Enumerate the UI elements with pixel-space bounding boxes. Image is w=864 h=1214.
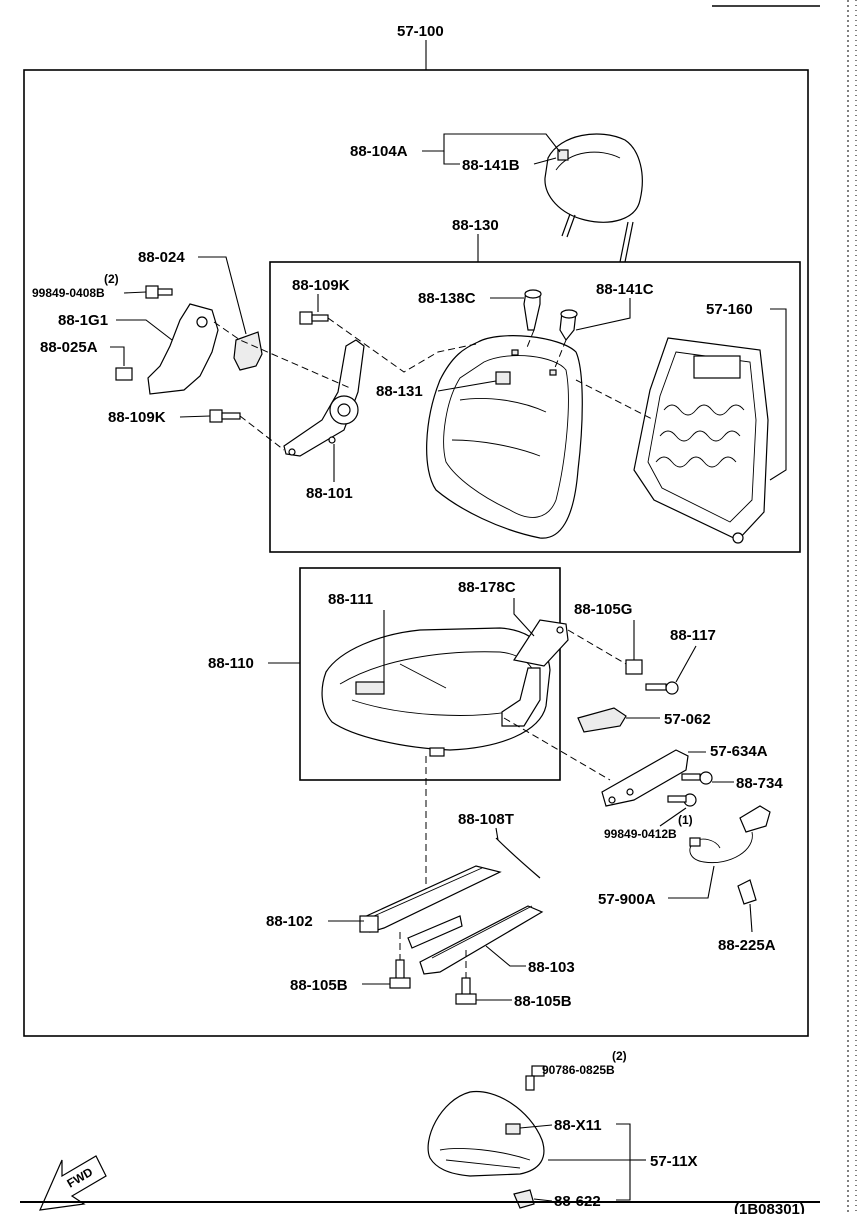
dash-back-to-frame [575, 379, 655, 421]
guide-138c-illustration [523, 289, 542, 331]
seat-back-illustration [426, 335, 583, 539]
label-88-109K-lower: 88-109K [108, 409, 166, 426]
label-88-130: 88-130 [452, 217, 499, 234]
label-88-X11: 88-X11 [554, 1117, 602, 1134]
label-bolt-qty-0412: (1) [678, 813, 693, 827]
label-88-109K-upper: 88-109K [292, 277, 350, 294]
label-88-025A: 88-025A [40, 339, 98, 356]
recliner-cover-illustration [147, 303, 219, 395]
bolt-0412-illustration [667, 793, 697, 807]
bolt-0825-illustration [525, 1065, 545, 1091]
seat-cushion-illustration [321, 627, 551, 757]
seat-back-frame-illustration [633, 337, 769, 544]
label-88-104A: 88-104A [350, 143, 408, 160]
guide-141c-illustration [559, 309, 578, 342]
dash-bolt-to-recliner [239, 415, 285, 451]
bolt-109k-upper-illustration [299, 311, 329, 325]
label-88-102: 88-102 [266, 913, 313, 930]
label-88-178C: 88-178C [458, 579, 516, 596]
seat-cushion-frame-box [299, 567, 561, 781]
dash-cushion-to-buckle [503, 717, 611, 781]
dash-bolt-upper [327, 317, 477, 373]
dash-cover-to-recliner [213, 321, 351, 389]
rail-102-illustration [359, 865, 502, 933]
label-88-108T: 88-108T [458, 811, 514, 828]
screw-117-illustration [645, 681, 679, 695]
label-88-117: 88-117 [670, 627, 716, 644]
label-57-160: 57-160 [706, 301, 753, 318]
seat-back-frame-box [269, 261, 801, 553]
label-57-062: 57-062 [664, 711, 711, 728]
harness-illustration [689, 805, 771, 864]
wire-108t-illustration [495, 837, 541, 879]
main-assembly-label: 57-100 [397, 23, 444, 40]
label-88-103: 88-103 [528, 959, 575, 976]
label-57-11X: 57-11X [650, 1153, 698, 1170]
cover-024-illustration [233, 331, 263, 371]
cap-622-illustration [513, 1189, 535, 1209]
catalog-ref: (1B08301) [734, 1201, 805, 1214]
cap-062-illustration [577, 707, 627, 733]
label-99849-0412B: 99849-0412B [604, 827, 677, 841]
bolt-105b-left-illustration [389, 959, 411, 989]
label-88-141B: 88-141B [462, 157, 520, 174]
label-88-225A: 88-225A [718, 937, 776, 954]
nut-105g-illustration [625, 659, 643, 675]
label-57-900A: 57-900A [598, 891, 656, 908]
label-88-101: 88-101 [306, 485, 353, 502]
label-88-138C: 88-138C [418, 290, 476, 307]
dash-bracket-to-nut [567, 629, 627, 665]
bolt-109k-lower-illustration [209, 409, 241, 423]
bolt-734-illustration [681, 771, 713, 785]
label-88-105G: 88-105G [574, 601, 632, 618]
rail-103-illustration [407, 905, 544, 975]
bolt-0408-illustration [145, 285, 173, 299]
label-88-1G1: 88-1G1 [58, 312, 108, 329]
buckle-634a-illustration [601, 749, 689, 807]
clip-225a-illustration [737, 879, 757, 905]
label-90786-0825B: 90786-0825B [542, 1063, 615, 1077]
recliner-illustration [283, 339, 365, 457]
label-88-131: 88-131 [376, 383, 423, 400]
label-bolt-qty-0825: (2) [612, 1049, 627, 1063]
label-bolt-qty-0408: (2) [104, 272, 119, 286]
label-88-105B-right: 88-105B [514, 993, 572, 1010]
side-link-illustration [501, 667, 541, 727]
bracket-178c-illustration [513, 619, 569, 667]
clip-025a-illustration [115, 367, 133, 381]
headrest-illustration [544, 133, 643, 263]
label-88-105B-left: 88-105B [290, 977, 348, 994]
main-assembly-frame [23, 69, 809, 1037]
label-88-110: 88-110 [208, 655, 254, 672]
label-57-634A: 57-634A [710, 743, 768, 760]
label-88-141C: 88-141C [596, 281, 654, 298]
tray-11x-illustration [427, 1090, 545, 1177]
label-88-111: 88-111 [328, 591, 373, 608]
label-88-024: 88-024 [138, 249, 185, 266]
bolt-105b-right-illustration [455, 977, 477, 1005]
perforated-edge [847, 0, 857, 1214]
label-88-734: 88-734 [736, 775, 783, 792]
label-99849-0408B: 99849-0408B [32, 286, 105, 300]
